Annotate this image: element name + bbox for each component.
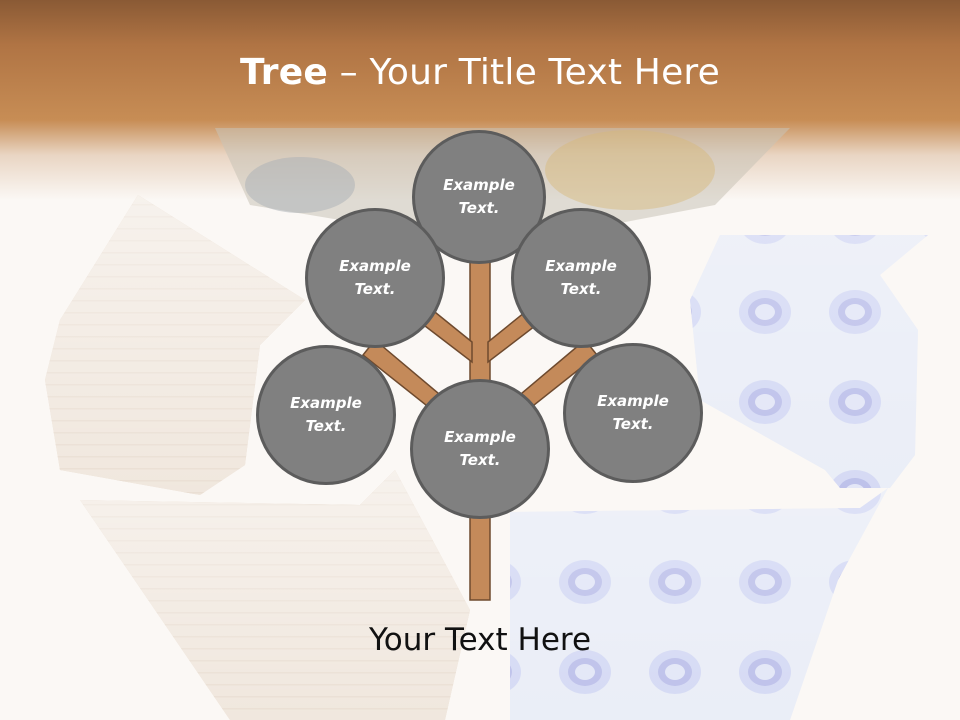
node-center[interactable]: Example Text. [410,379,550,519]
node-lower-left[interactable]: Example Text. [256,345,396,485]
title-bold: Tree [239,52,328,93]
title-rest: – Your Title Text Here [327,52,720,93]
node-upper-right[interactable]: Example Text. [511,208,651,348]
footer-text[interactable]: Your Text Here [368,622,592,658]
recycle-arrow-right [510,235,928,720]
node-lower-right[interactable]: Example Text. [563,343,703,483]
node-top[interactable]: Example Text. [412,130,546,264]
slide-title[interactable]: Tree – Your Title Text Here [0,52,960,93]
recycle-arrow-left [45,195,470,720]
node-upper-left[interactable]: Example Text. [305,208,445,348]
